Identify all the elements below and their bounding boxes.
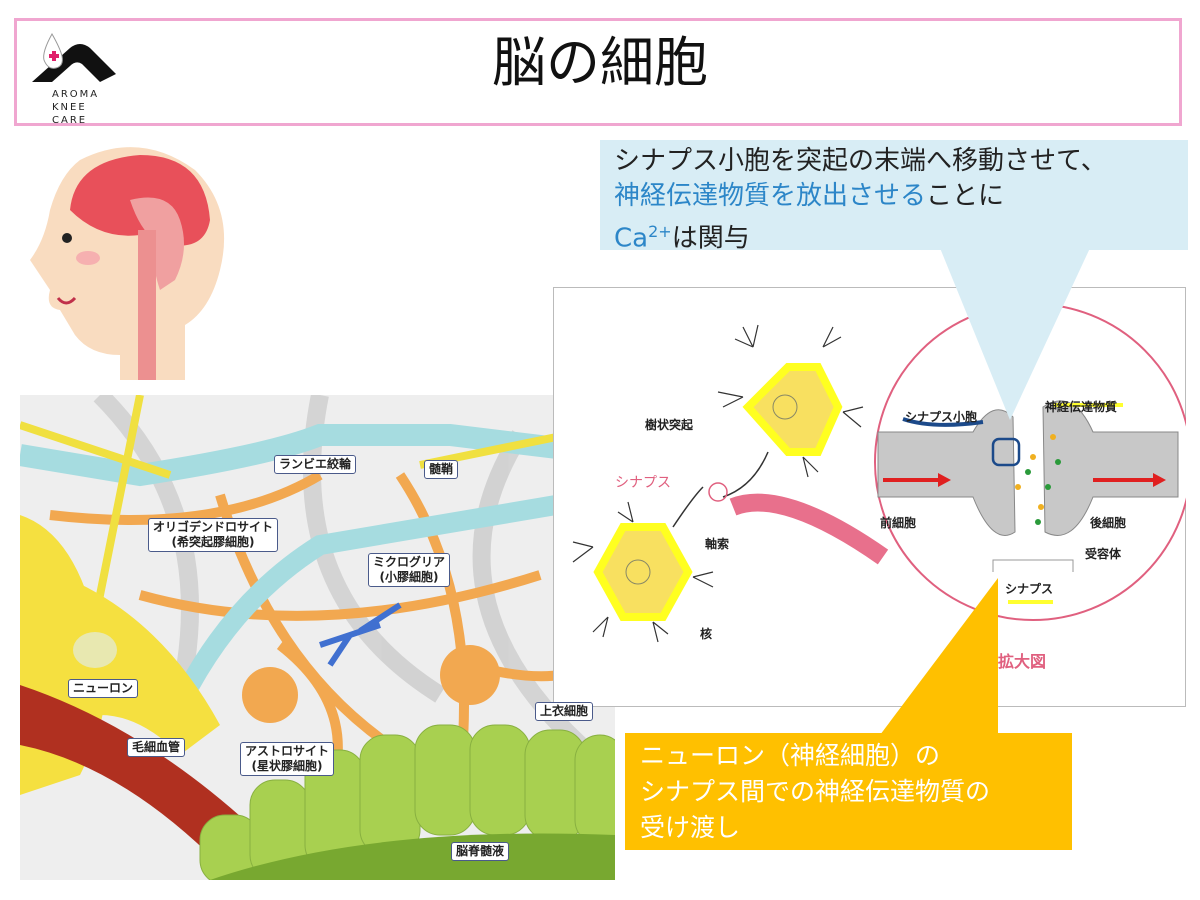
title-bar — [14, 18, 1182, 126]
label-astrocyte: アストロサイト (星状膠細胞) — [240, 742, 335, 776]
logo-line: KNEE — [52, 102, 87, 113]
label-nucleus: 核 — [700, 627, 713, 641]
label-csf: 脳脊髄液 — [451, 842, 510, 861]
label-text: (希突起膠細胞) — [171, 535, 255, 549]
label-text: アストロサイト — [245, 744, 330, 758]
calcium-charge: 2+ — [648, 222, 672, 241]
label-ependymal: 上衣細胞 — [535, 702, 594, 721]
synapse-diagram-graphic — [572, 303, 1186, 643]
label-text: ミクログリア — [373, 555, 446, 569]
callout-line: Ca2+は関与 — [614, 214, 1107, 257]
callout-line: 受け渡し — [640, 813, 741, 842]
logo-line: CARE — [52, 115, 88, 126]
callout-text: ことに — [926, 181, 1005, 211]
label-neuron: ニューロン — [68, 679, 139, 698]
label-text: (星状膠細胞) — [251, 759, 323, 773]
head-brain-illustration — [30, 147, 225, 380]
calcium-text: Ca — [614, 223, 649, 254]
callout-text: は関与 — [671, 223, 750, 254]
label-pre-cell: 前細胞 — [880, 516, 917, 530]
label-oligodendrocyte: オリゴデンドロサイト (希突起膠細胞) — [148, 518, 279, 552]
callout-line: ニューロン（神経細胞）の — [640, 741, 941, 770]
aroma-knee-care-logo — [32, 32, 116, 82]
glial-cell-illustration — [20, 395, 615, 880]
label-post-cell: 後細胞 — [1090, 516, 1127, 530]
callout-line: シナプス間での神経伝達物質の — [640, 777, 991, 806]
label-text: (小膠細胞) — [379, 570, 439, 584]
orange-callout-pointer — [880, 578, 998, 735]
label-dendrite: 樹状突起 — [645, 418, 694, 432]
callout-line: 神経伝達物質を放出させることに — [614, 179, 1107, 214]
blue-callout — [600, 140, 1188, 250]
label-vesicle: シナプス小胞 — [905, 410, 978, 424]
orange-callout-text: ニューロン（神経細胞）の シナプス間での神経伝達物質の 受け渡し — [640, 738, 990, 846]
label-neurotransmitter: 神経伝達物質 — [1045, 400, 1118, 414]
label-synapse-pink: シナプス — [615, 475, 671, 491]
blue-callout-pointer — [940, 248, 1090, 420]
label-synapse: シナプス — [1005, 582, 1054, 596]
label-myelin: 髄鞘 — [424, 460, 459, 479]
slide-title: 脳の細胞 — [492, 31, 708, 94]
orange-callout — [625, 733, 1072, 850]
logo-text: AROMA KNEE CARE — [52, 88, 99, 127]
label-text: オリゴデンドロサイト — [153, 520, 274, 534]
blue-callout-text: シナプス小胞を突起の末端へ移動させて、 神経伝達物質を放出させることに Ca2+… — [614, 144, 1107, 257]
label-receptor: 受容体 — [1085, 547, 1122, 561]
label-magnified: 拡大図 — [998, 652, 1047, 671]
label-axon: 軸索 — [705, 537, 730, 551]
callout-line: シナプス小胞を突起の末端へ移動させて、 — [614, 146, 1107, 176]
logo-line: AROMA — [52, 89, 100, 100]
label-capillary: 毛細血管 — [127, 738, 186, 757]
label-microglia: ミクログリア (小膠細胞) — [368, 553, 451, 587]
highlight-text: 神経伝達物質を放出させる — [614, 181, 927, 211]
label-ranvier: ランビエ絞輪 — [274, 455, 357, 474]
